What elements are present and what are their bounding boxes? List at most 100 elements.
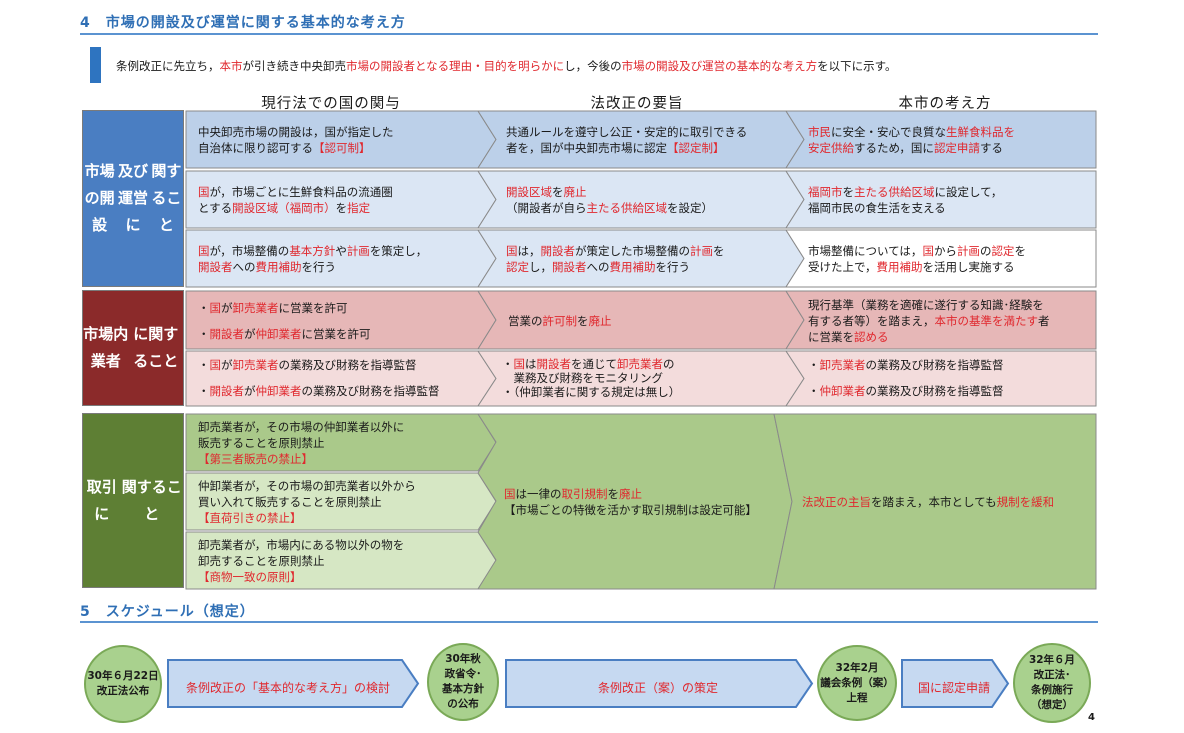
r3-city-policy: 市場整備については，国から計画の認定を受けた上で，費用補助を活用し実施する (796, 231, 1026, 286)
highlight-text: 費用補助 (876, 259, 923, 274)
highlight-text: 卸売業者 (819, 358, 866, 372)
highlight-text: 福岡市 (808, 184, 843, 199)
highlight-text: 開設者 (536, 357, 572, 371)
body-text: を活用し実施する (922, 259, 1015, 274)
row-area-col3 (785, 170, 1097, 229)
text-line: 取引に (86, 477, 117, 523)
text-line: 卸売業者が，その市場の仲卸業者以外に (198, 419, 404, 435)
section-5-title: 5 スケジュール（想定） (80, 604, 255, 620)
text-line: 32年６月 (1028, 654, 1076, 666)
r7-current-law: 仲卸業者が，その市場の卸売業者以外から買い入れて販売することを原則禁止【直荷引き… (186, 474, 416, 530)
text-line: 国が，市場ごとに生鮮食料品の流通圏 (198, 184, 393, 200)
highlight-text: 市民 (808, 124, 831, 139)
body-text: の (663, 357, 675, 371)
highlight-text: 費用補助 (609, 259, 656, 274)
highlight-text: 開設者 (209, 384, 245, 398)
body-text: の (979, 243, 992, 258)
highlight-text: 【認定制】 (667, 140, 725, 155)
body-text: 有する者等）を踏まえ， (808, 313, 935, 328)
highlight-text: 廃止 (563, 184, 587, 199)
body-text: 業務及び財務をモニタリング (502, 371, 663, 385)
highlight-text: 開設者 (209, 326, 245, 341)
body-text: 市場整備については， (808, 243, 923, 258)
body-text: 【市場ごとの特徴を活かす取引規制は設定可能】 (504, 503, 757, 517)
text-line: 国が，市場整備の基本方針や計画を策定し， (198, 243, 427, 259)
highlight-text: 費用補助 (255, 259, 302, 274)
body-text: や (335, 243, 347, 258)
text-line: 30年秋 (445, 653, 481, 665)
body-text: ・ (198, 384, 210, 398)
r4-amendment: 営業の許可制を廃止 (496, 292, 612, 349)
text-line: ・国が卸売業者の業務及び財務を指導監督 (198, 352, 440, 378)
text-line: 条例施行 (1031, 684, 1073, 696)
text-line: 仲卸業者が，その市場の卸売業者以外から (198, 478, 416, 494)
highlight-text: 卸売業者 (232, 358, 279, 372)
body-text: に安全・安心で良質な (831, 124, 946, 139)
highlight-text: 国 (198, 243, 210, 258)
r5-city-policy: ・卸売業者の業務及び財務を指導監督・仲卸業者の業務及び財務を指導監督 (796, 351, 1004, 405)
body-text: 条例改正に先立ち， (116, 59, 220, 73)
row-funding-col3 (785, 229, 1097, 288)
highlight-text: 卸売業者 (232, 300, 279, 315)
highlight-text: 市場の開設及び運営の基本的な考え方 (621, 59, 818, 73)
body-text: が (221, 300, 233, 315)
highlight-text: 本市の基準を満たす (934, 313, 1039, 328)
r5-current-law: ・国が卸売業者の業務及び財務を指導監督・開設者が仲卸業者の業務及び財務を指導監督 (186, 351, 440, 405)
text-line: 関すること (121, 477, 182, 523)
text-line: 業務及び財務をモニタリング (502, 371, 680, 385)
row-license-col3 (785, 290, 1097, 350)
highlight-text: 【直荷引きの禁止】 (198, 511, 302, 525)
body-text: 福岡市民の食生活を支える (808, 200, 946, 215)
text-line: ・国が卸売業者に営業を許可 (198, 295, 371, 321)
body-text: を設定） (667, 200, 713, 215)
body-text: 仲卸業者が，その市場の卸売業者以外から (198, 479, 416, 493)
highlight-text: 基本方針 (289, 243, 336, 258)
milestone-law-promulgation: 30年６月22日改正法公布 (84, 645, 162, 723)
highlight-text: 開設者 (552, 259, 587, 274)
section-4-rule (80, 33, 1098, 35)
body-text: が，市場ごとに生鮮食料品の流通圏 (209, 184, 393, 199)
text-line: 市場内業者 (83, 325, 129, 370)
highlight-text: 開設区域（福岡市） (232, 200, 336, 215)
text-line: に関すること (133, 325, 179, 370)
text-line: 上程 (846, 691, 868, 704)
highlight-text: 認定申請 (933, 140, 980, 155)
category-market-traders: 市場内業者に関すること (82, 290, 184, 406)
text-line: 30年６月22日 (87, 670, 159, 682)
r2-amendment: 開設区域を廃止（開設者が自ら主たる供給区域を設定） (494, 172, 713, 227)
body-text: は一律の (515, 487, 562, 501)
highlight-text: 認める (854, 329, 889, 344)
trading-city-cell (773, 413, 1097, 590)
r4-current-law: ・国が卸売業者に営業を許可・開設者が仲卸業者に営業を許可 (186, 292, 371, 349)
highlight-text: 卸売業者 (617, 357, 663, 371)
r8-current-law: 卸売業者が，市場内にある物以外の物を卸売することを原則禁止【商物一致の原則】 (186, 533, 404, 589)
text-line: 議会条例（案） (820, 676, 894, 689)
text-line: 買い入れて販売することを原則禁止 (198, 494, 416, 510)
body-text: ・ (502, 357, 514, 371)
body-text: 者を，国が中央卸売市場に認定 (506, 140, 667, 155)
highlight-text: 仲卸業者 (819, 384, 866, 398)
highlight-text: 主たる供給区域 (854, 184, 935, 199)
body-text: への (586, 259, 610, 274)
body-text: が (244, 326, 256, 341)
body-text: を (1014, 243, 1026, 258)
body-text: 買い入れて販売することを原則禁止 (198, 495, 382, 509)
highlight-text: 法改正の主旨 (802, 495, 871, 509)
highlight-text: 安定供給 (808, 140, 854, 155)
body-text: に営業を許可 (278, 300, 348, 315)
row-permit-col3 (785, 110, 1097, 169)
step-certification-application: 国に認定申請 (917, 681, 990, 695)
body-text: が，市場整備の (209, 243, 290, 258)
text-line: 【第三者販売の禁止】 (198, 451, 404, 467)
highlight-text: 認定 (991, 243, 1015, 258)
text-line: の公布 (447, 698, 479, 710)
text-line: 国は一律の取引規制を廃止 (504, 486, 757, 502)
text-line: 自治体に限り認可する【認可制】 (198, 140, 394, 156)
body-text: を行う (655, 259, 691, 274)
highlight-text: 国 (922, 243, 934, 258)
milestone-ordinance-publication: 30年秋政省令･基本方針の公布 (427, 643, 499, 721)
body-text: が策定した市場整備の (575, 243, 690, 258)
text-line: ・（仲卸業者に関する規定は無し） (502, 385, 680, 399)
